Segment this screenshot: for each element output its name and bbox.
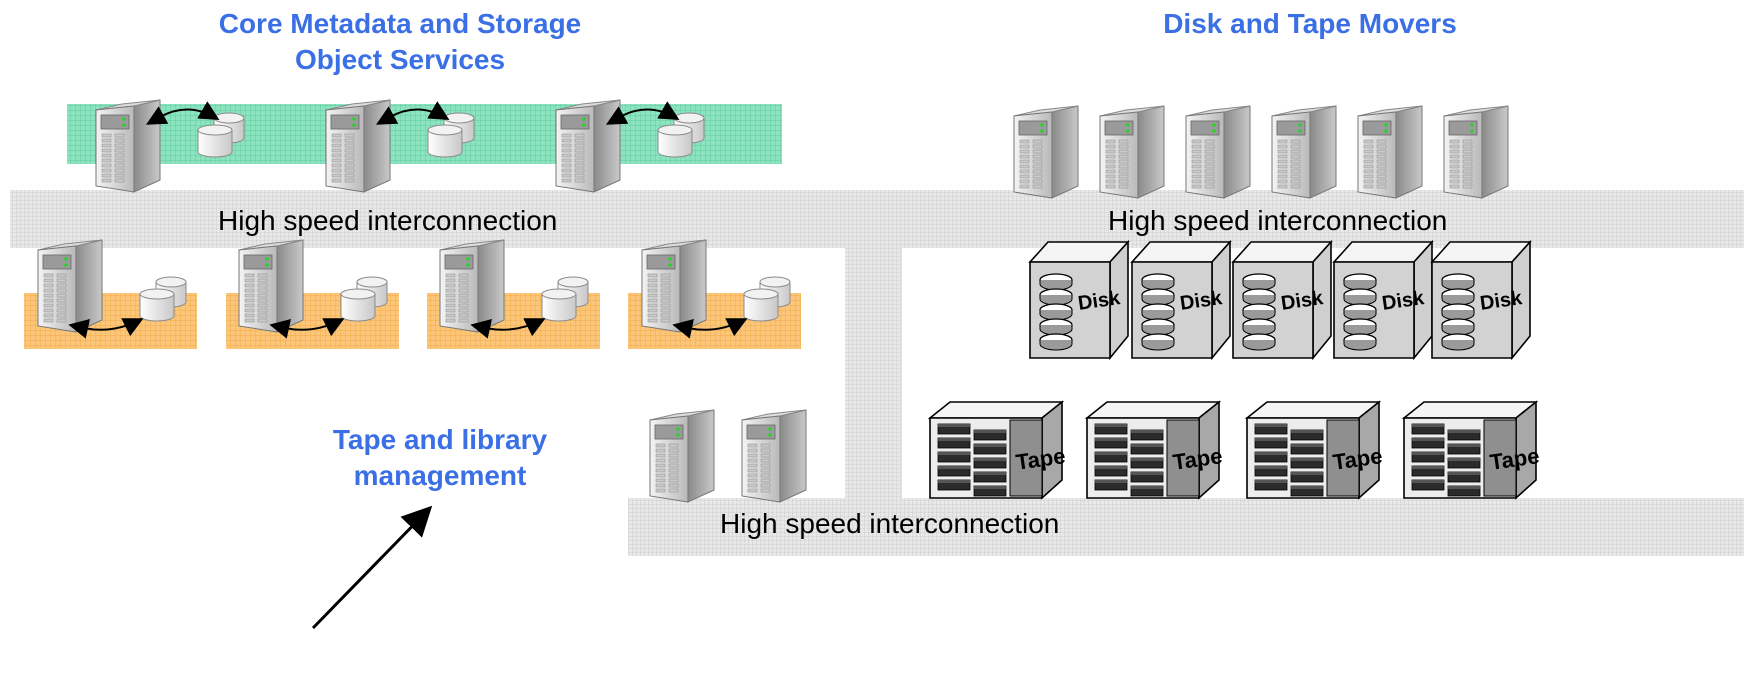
interconnect-fabric (10, 190, 1744, 556)
movers-heading: Disk and Tape Movers (1163, 8, 1457, 39)
storage-server-icon (439, 239, 505, 333)
disk-array-icon: Disk (1332, 239, 1434, 361)
interconnect-label-right: High speed interconnection (1108, 205, 1447, 236)
disk-array-icon: Disk (1028, 239, 1130, 361)
metadata-server-icon (555, 99, 621, 193)
storage-server-icon (238, 239, 304, 333)
tape-management-server-icon (741, 409, 807, 503)
mover-server-icon (1013, 105, 1079, 199)
disk-array-icon: Disk (1130, 239, 1232, 361)
interconnect-label-bottom: High speed interconnection (720, 508, 1059, 539)
metadata-server-icon (95, 99, 161, 193)
tape-library-icon: Tape (1244, 400, 1384, 500)
disk-array-icon: Disk (1231, 239, 1333, 361)
storage-disk-icon (743, 276, 791, 322)
mover-server-icon (1357, 105, 1423, 199)
mover-server-icon (1443, 105, 1509, 199)
metadata-disk-icon (657, 112, 705, 158)
mover-server-icon (1271, 105, 1337, 199)
storage-server-icon (37, 239, 103, 333)
tape-library-icon: Tape (927, 400, 1067, 500)
metadata-disk-icon (427, 112, 475, 158)
storage-link-arrow (68, 318, 144, 339)
core-services-heading: Core Metadata and Storage Object Service… (218, 8, 582, 75)
mover-server-icon (1185, 105, 1251, 199)
tape-management-heading: Tape and library management (332, 424, 548, 491)
metadata-disk-icon (197, 112, 245, 158)
interconnect-label-top: High speed interconnection (218, 205, 557, 236)
tape-library-icon: Tape (1401, 400, 1541, 500)
storage-link-arrow (269, 318, 345, 339)
storage-disk-icon (139, 276, 187, 322)
storage-link-arrow (672, 318, 748, 339)
pointer-arrow (311, 505, 433, 630)
tape-management-server-icon (649, 409, 715, 503)
mover-server-icon (1099, 105, 1165, 199)
disk-array-icon: Disk (1430, 239, 1532, 361)
metadata-server-icon (325, 99, 391, 193)
metadata-link-arrow (375, 101, 450, 125)
storage-server-icon (641, 239, 707, 333)
storage-disk-icon (541, 276, 589, 322)
metadata-link-arrow (145, 101, 220, 125)
tape-library-icon: Tape (1084, 400, 1224, 500)
storage-link-arrow (470, 318, 546, 339)
storage-disk-icon (340, 276, 388, 322)
metadata-link-arrow (605, 101, 680, 125)
